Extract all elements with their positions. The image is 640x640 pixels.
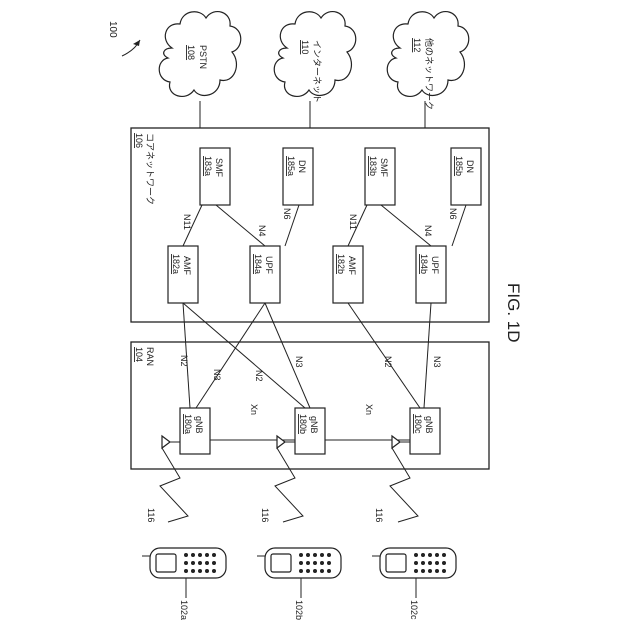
- svg-text:gNB: gNB: [194, 416, 204, 434]
- figure-caption: FIG. 1D: [504, 283, 523, 343]
- svg-text:184a: 184a: [253, 254, 263, 274]
- device-label-c: 102c: [409, 600, 419, 620]
- svg-text:UPF: UPF: [430, 256, 440, 275]
- svg-text:UPF: UPF: [264, 256, 274, 275]
- box-upf-184a: 184a UPF: [250, 246, 280, 303]
- svg-text:SMF: SMF: [214, 158, 224, 178]
- cloud-other-networks: 112 他のネットワーク: [387, 12, 469, 110]
- label-xn-bc: Xn: [364, 404, 374, 415]
- label-n4-b: N4: [423, 225, 433, 237]
- svg-text:AMF: AMF: [347, 256, 357, 276]
- label-n11-a: N11: [182, 214, 192, 230]
- box-smf-183a: 183a SMF: [200, 148, 230, 205]
- air-label-c: 116: [374, 508, 384, 522]
- label-n4-a: N4: [257, 225, 267, 237]
- air-link-c: [390, 448, 418, 522]
- label-n3-a: N3: [212, 369, 222, 381]
- air-link-b: [275, 448, 303, 522]
- box-dn-185a: 185a DN: [283, 148, 313, 205]
- label-n3-b: N3: [294, 356, 304, 368]
- box-gnb-180a: 180a gNB: [180, 408, 210, 454]
- svg-text:DN: DN: [465, 160, 475, 173]
- svg-text:180a: 180a: [183, 414, 193, 434]
- figure-ref: 100: [107, 21, 118, 38]
- core-network-label: コアネットワーク: [145, 133, 155, 205]
- svg-text:182b: 182b: [336, 254, 346, 274]
- cloud-other-id: 112: [412, 38, 422, 52]
- svg-text:183b: 183b: [368, 156, 378, 176]
- mobile-phone-icon: [142, 548, 226, 578]
- label-xn-ab: Xn: [249, 404, 259, 415]
- cloud-pstn-id: 108: [186, 45, 196, 60]
- svg-text:SMF: SMF: [379, 158, 389, 178]
- label-n6-a: N6: [282, 208, 292, 220]
- label-n6-b: N6: [448, 208, 458, 220]
- cloud-pstn: 108 PSTN: [159, 12, 241, 97]
- cloud-other-label: 他のネットワーク: [424, 38, 435, 110]
- figure-ref-arrowhead: [133, 40, 140, 46]
- box-upf-184b: 184b UPF: [416, 246, 446, 303]
- antenna-icon: [392, 436, 410, 448]
- svg-text:gNB: gNB: [424, 416, 434, 434]
- label-n2-a: N2: [179, 355, 189, 367]
- box-amf-182b: 182b AMF: [333, 246, 363, 303]
- device-label-b: 102b: [294, 600, 304, 620]
- antenna-icon: [277, 436, 295, 448]
- ran-id: 104: [134, 347, 144, 362]
- cloud-internet-id: 110: [300, 40, 310, 54]
- svg-text:180c: 180c: [413, 414, 423, 434]
- label-n3-c: N3: [432, 356, 442, 368]
- mobile-phone-icon: [372, 548, 456, 578]
- mobile-phone-icon: [257, 548, 341, 578]
- box-gnb-180c: 180c gNB: [410, 408, 440, 454]
- svg-text:DN: DN: [297, 160, 307, 173]
- cloud-internet-label: インターネット: [312, 40, 322, 103]
- device-label-a: 102a: [179, 600, 189, 620]
- ran-label: RAN: [145, 347, 155, 366]
- box-smf-183b: 183b SMF: [365, 148, 395, 205]
- svg-text:gNB: gNB: [309, 416, 319, 434]
- cloud-pstn-label: PSTN: [198, 45, 208, 69]
- antenna-icon: [162, 436, 180, 448]
- label-n2-b: N2: [254, 370, 264, 382]
- air-link-a: [160, 448, 188, 522]
- box-amf-182a: 182a AMF: [168, 246, 198, 303]
- label-n11-b: N11: [348, 214, 358, 230]
- core-network-id: 106: [134, 133, 144, 148]
- svg-text:182a: 182a: [171, 254, 181, 274]
- svg-text:185b: 185b: [454, 156, 464, 176]
- box-dn-185b: 185b DN: [451, 148, 481, 205]
- svg-text:AMF: AMF: [182, 256, 192, 276]
- air-label-a: 116: [146, 508, 156, 522]
- cloud-internet: 110 インターネット: [274, 12, 356, 103]
- svg-text:180b: 180b: [298, 414, 308, 434]
- label-n2-c: N2: [383, 356, 393, 368]
- svg-text:185a: 185a: [286, 156, 296, 176]
- air-label-b: 116: [260, 508, 270, 522]
- svg-text:184b: 184b: [419, 254, 429, 274]
- box-gnb-180b: 180b gNB: [295, 408, 325, 454]
- svg-text:183a: 183a: [203, 156, 213, 176]
